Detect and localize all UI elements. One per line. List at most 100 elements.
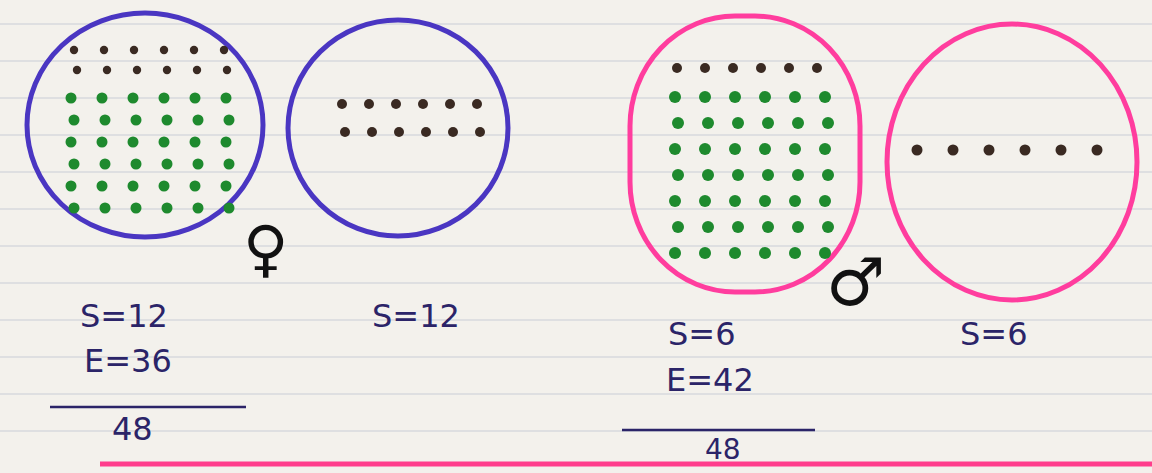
chromosome-dot [912,145,923,156]
chromosome-dot [100,203,111,214]
chromosome-dot [221,93,232,104]
chromosome-dot [789,91,801,103]
count-label: S=12 [80,300,168,332]
count-label: E=36 [84,345,172,377]
notebook-ruling [0,24,1152,431]
chromosome-dot [792,117,804,129]
chromosome-dot [784,63,794,73]
ruled-line [0,245,1152,246]
chromosome-dot [66,137,77,148]
count-label: E=42 [666,364,754,396]
chromosome-dot [702,169,714,181]
chromosome-dot [669,195,681,207]
chromosome-dot [224,115,235,126]
chromosome-dot [69,203,80,214]
chromosome-dot [762,221,774,233]
chromosome-dot [100,46,108,54]
chromosome-dot [819,195,831,207]
cell-circle [288,20,508,236]
chromosome-dot [133,66,141,74]
chromosome-dot [220,46,228,54]
chromosome-dot [367,127,377,137]
chromosome-dot [224,159,235,170]
chromosome-dot [475,127,485,137]
chromosome-dot [97,93,108,104]
chromosome-dot [672,117,684,129]
chromosome-dot [789,143,801,155]
chromosome-dot [669,91,681,103]
chromosome-dot [131,159,142,170]
chromosome-dot [337,99,347,109]
chromosome-dot [822,169,834,181]
ruled-line [0,393,1152,394]
margin-line [100,462,1152,467]
chromosome-dot [822,221,834,233]
ruled-line [0,282,1152,283]
chromosome-dot [224,203,235,214]
chromosome-dot [130,46,138,54]
chromosome-dot [66,181,77,192]
chromosome-dot [69,115,80,126]
chromosome-dot [100,159,111,170]
chromosome-dot [445,99,455,109]
chromosome-dot [69,159,80,170]
chromosome-dot [364,99,374,109]
chromosome-dot [221,181,232,192]
cell-circle [27,13,263,237]
chromosome-dot [699,195,711,207]
total-label: 48 [705,436,741,464]
chromosome-dot [97,137,108,148]
ruled-line [0,208,1152,209]
sum-line [622,429,815,432]
chromosome-dot [759,195,771,207]
chromosome-dot [73,66,81,74]
chromosome-dot [190,93,201,104]
sex-symbol: ♂ [826,250,885,316]
chromosome-dot [193,115,204,126]
chromosome-dot [672,221,684,233]
chromosome-dot [394,127,404,137]
chromosome-dot [700,63,710,73]
ruled-line [0,356,1152,357]
chromosome-dot [699,143,711,155]
chromosome-dot [418,99,428,109]
chromosome-dot [792,221,804,233]
chromosome-dot [193,159,204,170]
chromosome-dot [789,195,801,207]
chromosome-dot [131,115,142,126]
chromosome-dot [340,127,350,137]
count-label: S=6 [668,318,735,350]
chromosome-dots [66,46,1103,259]
chromosome-dot [70,46,78,54]
chromosome-dot [759,247,771,259]
chromosome-dot [190,137,201,148]
cell-circle [887,24,1137,300]
chromosome-dot [732,169,744,181]
chromosome-dot [103,66,111,74]
chromosome-dot [729,91,741,103]
sex-symbol: ♀ [243,218,288,280]
chromosome-dot [162,203,173,214]
chromosome-dot [163,66,171,74]
chromosome-dot [672,169,684,181]
chromosome-dot [948,145,959,156]
chromosome-dot [702,117,714,129]
ruled-line [0,97,1152,98]
chromosome-dot [160,46,168,54]
chromosome-dot [472,99,482,109]
chromosome-dot [193,203,204,214]
ruled-line [0,134,1152,135]
chromosome-dot [759,91,771,103]
chromosome-dot [421,127,431,137]
chromosome-dot [812,63,822,73]
chromosome-dot [822,117,834,129]
chromosome-dot [193,66,201,74]
chromosome-dot [756,63,766,73]
chromosome-dot [162,159,173,170]
chromosome-dot [131,203,142,214]
chromosome-dot [728,63,738,73]
chromosome-dot [729,247,741,259]
chromosome-dot [819,143,831,155]
